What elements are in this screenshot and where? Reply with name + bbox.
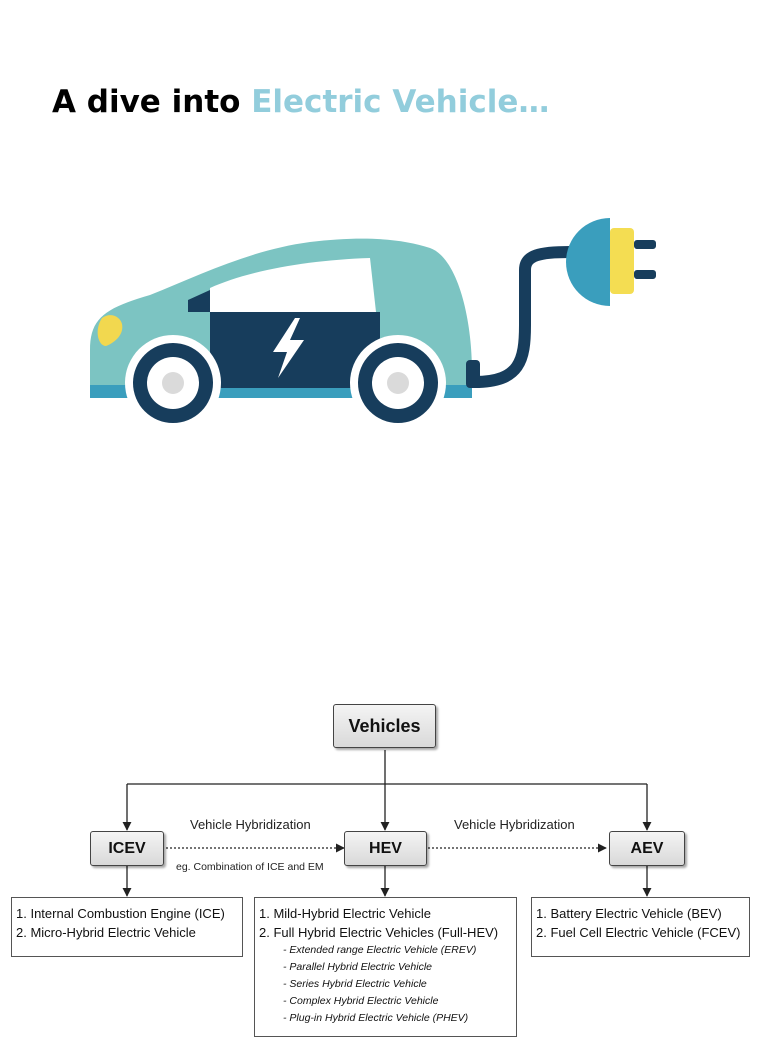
edge-label-hybridization-1: Vehicle Hybridization	[190, 817, 311, 832]
front-wheel	[125, 335, 221, 431]
title-prefix: A dive into	[52, 84, 241, 120]
list-item: 2. Micro-Hybrid Electric Vehicle	[16, 925, 196, 940]
headlight	[97, 315, 123, 346]
list-item: 1. Mild-Hybrid Electric Vehicle	[259, 906, 431, 921]
lightning-bolt-icon	[273, 318, 304, 378]
list-item: 1. Battery Electric Vehicle (BEV)	[536, 906, 722, 921]
electric-car-with-plug-icon	[90, 218, 656, 431]
hev-list-box: 1. Mild-Hybrid Electric Vehicle 2. Full …	[254, 897, 517, 1037]
sub-list-item: - Extended range Electric Vehicle (EREV)	[283, 944, 477, 956]
rear-wheel	[350, 335, 446, 431]
node-icev: ICEV	[90, 831, 164, 866]
rear-window	[210, 258, 376, 312]
node-aev: AEV	[609, 831, 685, 866]
node-hev: HEV	[344, 831, 427, 866]
edge-label-hybridization-2: Vehicle Hybridization	[454, 817, 575, 832]
aev-list-box: 1. Battery Electric Vehicle (BEV) 2. Fue…	[531, 897, 750, 957]
sub-list-item: - Plug-in Hybrid Electric Vehicle (PHEV)	[283, 1012, 469, 1024]
title-accent: Electric Vehicle…	[251, 84, 550, 120]
list-item: 2. Full Hybrid Electric Vehicles (Full-H…	[259, 925, 499, 940]
page-title: A dive into Electric Vehicle…	[52, 84, 549, 120]
sub-list-item: - Complex Hybrid Electric Vehicle	[283, 995, 439, 1007]
sub-list-item: - Parallel Hybrid Electric Vehicle	[283, 961, 432, 973]
diagram-connectors	[122, 750, 652, 897]
list-item: 2. Fuel Cell Electric Vehicle (FCEV)	[536, 925, 741, 940]
charging-cable	[469, 246, 586, 388]
plug-icon	[566, 218, 656, 306]
icev-list-box: 1. Internal Combustion Engine (ICE) 2. M…	[11, 897, 243, 957]
vehicle-classification-diagram: Vehicles ICEV HEV AEV Vehicle Hybridizat…	[0, 690, 768, 1037]
root-node-vehicles: Vehicles	[333, 704, 436, 748]
sub-list-item: - Series Hybrid Electric Vehicle	[283, 978, 427, 990]
list-item: 1. Internal Combustion Engine (ICE)	[16, 906, 225, 921]
edge-note-combination: eg. Combination of ICE and EM	[176, 861, 324, 873]
